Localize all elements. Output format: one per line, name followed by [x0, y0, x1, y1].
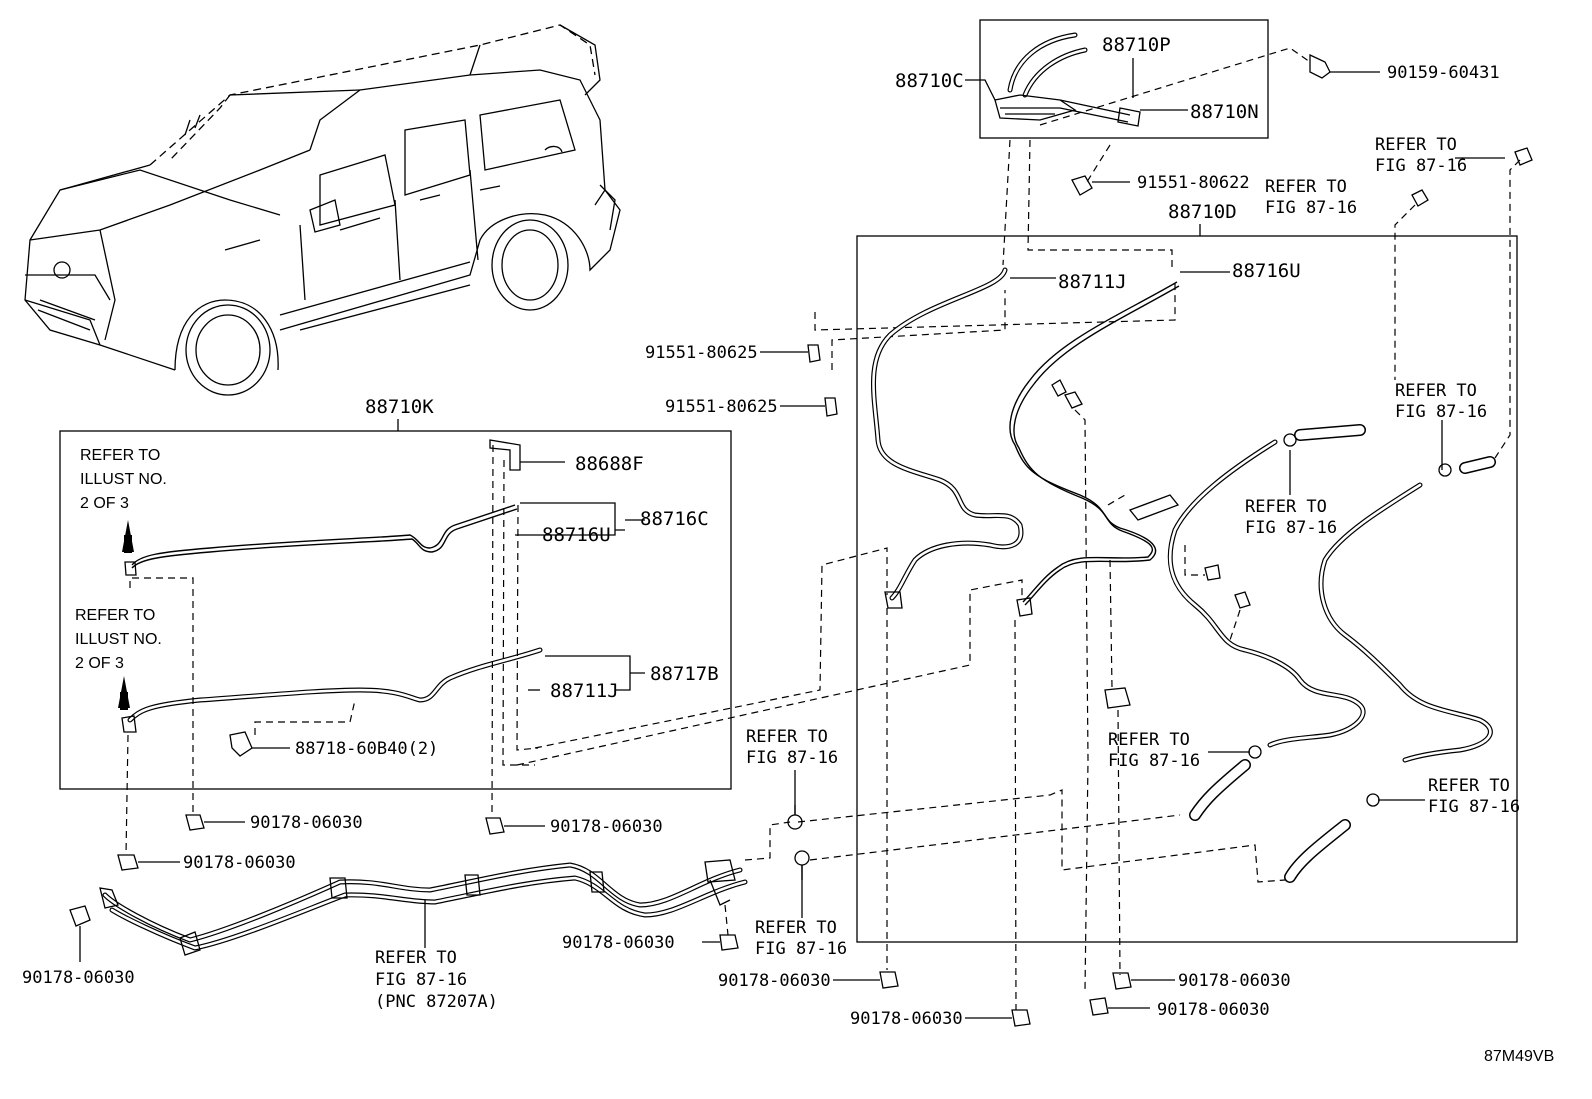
tube-88716U — [1009, 281, 1180, 617]
label-91551-80622: 91551-80622 — [1137, 173, 1250, 193]
label-90178-4: 90178-06030 — [22, 968, 135, 988]
pipe-88717B — [121, 647, 543, 733]
refer-7-l1: REFER TO — [746, 727, 828, 747]
label-88688F: 88688F — [575, 453, 644, 475]
diagram-code: 87M49VB — [1484, 1048, 1554, 1065]
label-91551-80625-b: 91551-80625 — [665, 397, 778, 417]
bolt-91551-80622 — [1071, 144, 1130, 196]
pipe-88710D-right — [1318, 482, 1493, 763]
hoses — [1189, 424, 1496, 883]
tube-88716C — [124, 504, 518, 576]
label-90178-8: 90178-06030 — [1178, 971, 1291, 991]
refer-5-l2: FIG 87-16 — [1108, 751, 1200, 771]
pipe-88710D-center — [1167, 439, 1366, 748]
label-90178-9: 90178-06030 — [1157, 1000, 1270, 1020]
illust-ref-2-line2: ILLUST NO. — [75, 631, 162, 648]
assembly-box-88710K — [59, 430, 732, 790]
assembly-box-88710D — [856, 235, 1518, 943]
label-90178-7: 90178-06030 — [850, 1009, 963, 1029]
label-88710D: 88710D — [1168, 201, 1237, 223]
refer-1-l2: FIG 87-16 — [1375, 156, 1467, 176]
clip-88718 — [229, 731, 253, 757]
pipe-87207A — [99, 859, 748, 956]
refer-3-l1: REFER TO — [1395, 381, 1477, 401]
label-88710P: 88710P — [1102, 34, 1171, 56]
vehicle-illustration — [24, 24, 621, 396]
refer-2-l1: REFER TO — [1265, 177, 1347, 197]
refer-8-l1: REFER TO — [755, 918, 837, 938]
label-88711J-k: 88711J — [550, 680, 619, 702]
refer-4-l1: REFER TO — [1245, 497, 1327, 517]
illust-ref-2-line1: REFER TO — [75, 607, 155, 624]
illust-ref-1-line2: ILLUST NO. — [80, 471, 167, 488]
module-88710C — [979, 19, 1269, 139]
illust-ref-1-line1: REFER TO — [80, 447, 160, 464]
refer-7-l2: FIG 87-16 — [746, 748, 838, 768]
refer-1-l1: REFER TO — [1375, 135, 1457, 155]
refer-8-l2: FIG 87-16 — [755, 939, 847, 959]
illust-ref-1-line3: 2 OF 3 — [80, 495, 129, 512]
illust-ref-2-line3: 2 OF 3 — [75, 655, 124, 672]
label-90178-2: 90178-06030 — [550, 817, 663, 837]
label-90178-6: 90178-06030 — [718, 971, 831, 991]
nuts-90178 — [69, 814, 1175, 1027]
label-88711J-top: 88711J — [1058, 271, 1127, 293]
label-88710K: 88710K — [365, 396, 434, 418]
label-88710N: 88710N — [1190, 101, 1259, 123]
refer-6-l2: FIG 87-16 — [1428, 797, 1520, 817]
label-90178-3: 90178-06030 — [183, 853, 296, 873]
bolt-91551-80625-a — [760, 344, 821, 363]
refer-6-l1: REFER TO — [1428, 776, 1510, 796]
refer-5-l1: REFER TO — [1108, 730, 1190, 750]
label-88710C: 88710C — [895, 70, 964, 92]
label-88718-60B40: 88718-60B40(2) — [295, 739, 438, 759]
label-88716U-top: 88716U — [1232, 260, 1301, 282]
bolt-90159-60431 — [1039, 47, 1380, 126]
label-88717B: 88717B — [650, 663, 719, 685]
label-88716C: 88716C — [640, 508, 709, 530]
label-90178-1: 90178-06030 — [250, 813, 363, 833]
refer-3-l2: FIG 87-16 — [1395, 402, 1487, 422]
pipe-88710D-left — [871, 267, 1024, 609]
refer-2-l2: FIG 87-16 — [1265, 198, 1357, 218]
label-91551-80625-a: 91551-80625 — [645, 343, 758, 363]
refer-9-l1: REFER TO — [375, 948, 457, 968]
label-88716U-k: 88716U — [542, 524, 611, 546]
refer-4-l2: FIG 87-16 — [1245, 518, 1337, 538]
bolt-91551-80625-b — [780, 397, 838, 417]
bracket-88688F — [489, 439, 521, 471]
label-90178-5: 90178-06030 — [562, 933, 675, 953]
label-90159-60431: 90159-60431 — [1387, 63, 1500, 83]
refer-9-l2: FIG 87-16 — [375, 970, 467, 990]
refer-9-l3: (PNC 87207A) — [375, 992, 498, 1012]
